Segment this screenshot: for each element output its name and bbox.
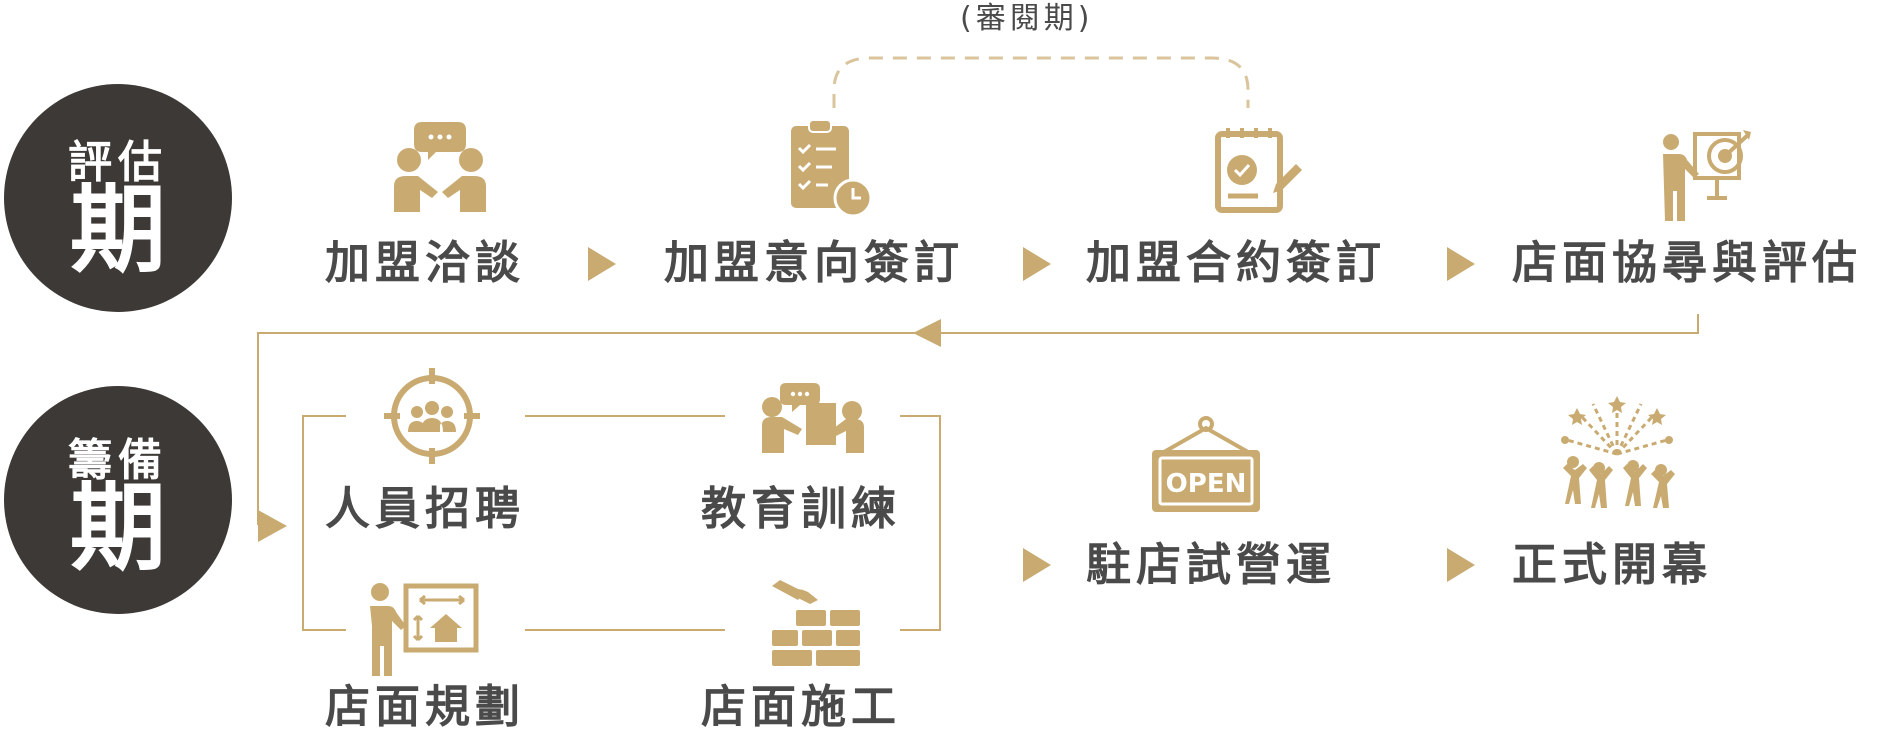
entry-arrow (258, 510, 287, 542)
step-store-construction: 店面施工 (701, 680, 902, 731)
step-store-planning: 店面規劃 (325, 680, 526, 731)
fireworks-celebration-icon (1561, 396, 1675, 508)
floor-plan-icon (370, 583, 479, 676)
arrow-right-5 (1447, 548, 1475, 582)
prep-bracket-left (302, 415, 346, 631)
review-period-label: (審閱期) (960, 1, 1094, 36)
step-intent-signing: 加盟意向簽訂 (664, 236, 965, 289)
phase-preparation-line2: 期 (70, 472, 166, 584)
phase-evaluation-line2: 期 (70, 174, 166, 286)
step-recruitment: 人員招聘 (325, 482, 526, 535)
recruit-target-icon (384, 368, 480, 464)
phase-preparation-badge: 籌備 期 (4, 386, 232, 614)
phase-evaluation-badge: 評估 期 (4, 84, 232, 312)
arrow-right-1 (588, 247, 616, 281)
step-franchise-talk: 加盟洽談 (325, 236, 526, 289)
phase-preparation-line1: 籌備 (68, 435, 168, 486)
construction-bricks-icon (772, 580, 860, 666)
clipboard-clock-icon (791, 119, 873, 218)
review-period-arc (832, 56, 1250, 108)
open-sign-icon: OPEN (1152, 416, 1260, 512)
arrow-right-3 (1447, 247, 1475, 281)
prep-bracket-right (900, 415, 941, 631)
target-board-icon (1663, 130, 1751, 221)
step-training: 教育訓練 (701, 482, 902, 535)
svg-text:OPEN: OPEN (1166, 469, 1247, 499)
step-store-search: 店面協尋與評估 (1512, 236, 1863, 289)
arrow-right-4 (1023, 548, 1051, 582)
training-icon (762, 383, 864, 453)
arrow-right-2 (1023, 247, 1051, 281)
phase-evaluation-line1: 評估 (68, 137, 168, 188)
step-trial-operation: 駐店試營運 (1086, 538, 1337, 591)
contract-sign-icon (1215, 128, 1302, 213)
step-contract-signing: 加盟合約簽訂 (1086, 236, 1387, 289)
return-connector (257, 314, 1699, 525)
return-arrow (913, 319, 941, 347)
step-grand-opening: 正式開幕 (1512, 538, 1713, 591)
handshake-chat-icon (394, 122, 486, 212)
